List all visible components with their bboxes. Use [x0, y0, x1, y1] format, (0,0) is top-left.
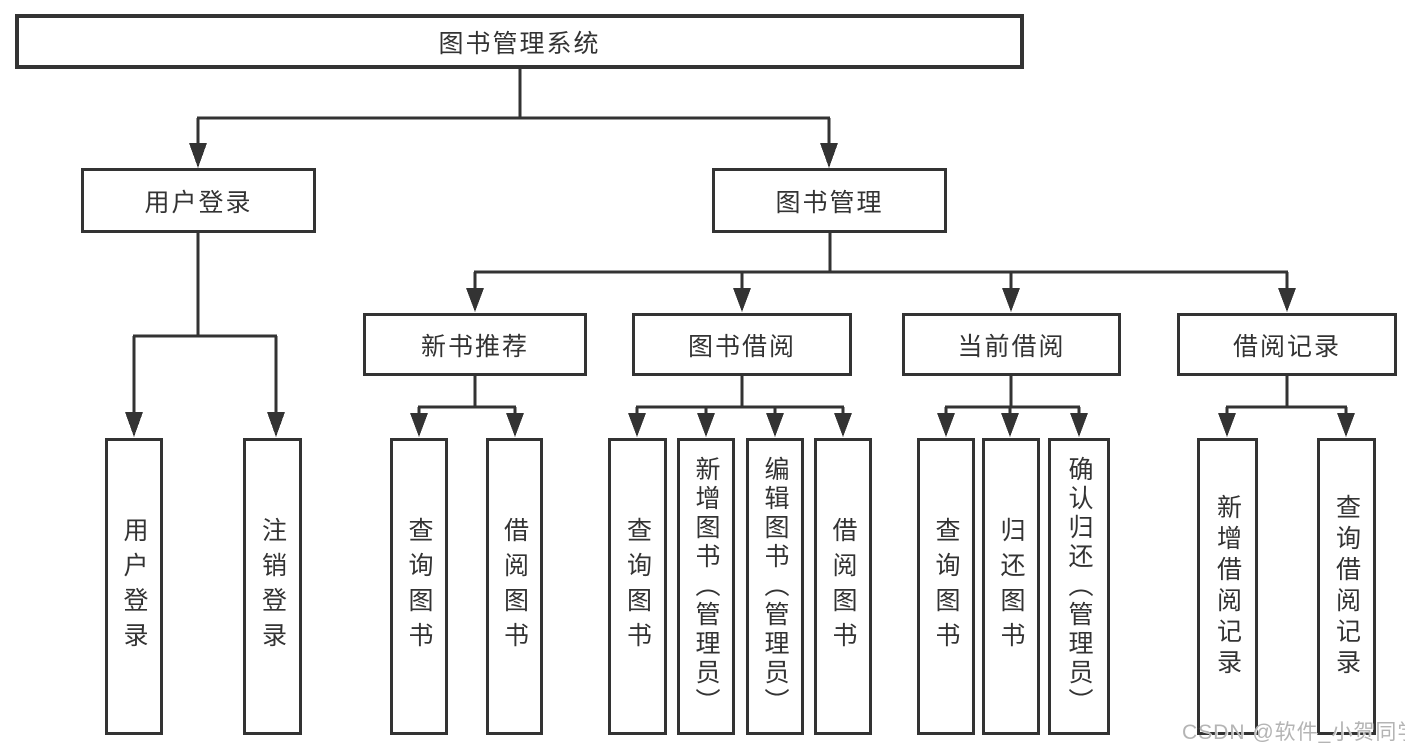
connector-new-book-children — [410, 376, 524, 437]
leaf-records-add-record: 新增借阅记录 — [1197, 438, 1258, 735]
node-label: 借阅记录 — [1232, 332, 1341, 361]
node-label: 用户登录 — [144, 188, 253, 217]
connector-current-borrow-children — [937, 376, 1088, 437]
node-user-login: 用户登录 — [81, 168, 316, 233]
node-label: 新增图书（管理员） — [692, 456, 720, 717]
node-book-borrow: 图书借阅 — [632, 313, 852, 376]
leaf-logout: 注销登录 — [243, 438, 302, 735]
leaf-borrow-borrow-books: 借阅图书 — [814, 438, 872, 735]
leaf-borrow-edit-books-admin: 编辑图书（管理员） — [746, 438, 804, 735]
node-label: 新书推荐 — [420, 332, 529, 361]
node-current-borrow: 当前借阅 — [902, 313, 1121, 376]
connector-book-management-children — [466, 233, 1296, 312]
node-label: 确认归还（管理员） — [1065, 456, 1093, 717]
leaf-current-query-books: 查询图书 — [917, 438, 975, 735]
node-label: 编辑图书（管理员） — [761, 456, 789, 717]
node-label: 图书管理 — [775, 188, 884, 217]
leaf-recommend-query-books: 查询图书 — [390, 438, 448, 735]
node-book-management: 图书管理 — [712, 168, 947, 233]
leaf-borrow-add-books-admin: 新增图书（管理员） — [677, 438, 735, 735]
leaf-user-login: 用户登录 — [105, 438, 163, 735]
node-library-management-system: 图书管理系统 — [15, 14, 1024, 69]
connector-book-borrow-children — [628, 376, 852, 437]
node-label: 查询图书 — [623, 516, 652, 657]
node-borrow-records: 借阅记录 — [1177, 313, 1397, 376]
leaf-current-confirm-return-admin: 确认归还（管理员） — [1048, 438, 1110, 735]
node-label: 新增借阅记录 — [1213, 493, 1242, 680]
connector-borrow-records-children — [1218, 376, 1355, 437]
node-label: 归还图书 — [997, 516, 1025, 657]
node-label: 查询借阅记录 — [1332, 493, 1361, 680]
connector-user-login-children — [125, 233, 285, 437]
node-new-book-recommend: 新书推荐 — [363, 313, 587, 376]
node-label: 用户登录 — [120, 516, 148, 657]
leaf-current-return-books: 归还图书 — [982, 438, 1040, 735]
node-label: 图书借阅 — [687, 332, 796, 361]
leaf-recommend-borrow-books: 借阅图书 — [486, 438, 543, 735]
node-label: 当前借阅 — [957, 332, 1066, 361]
node-label: 查询图书 — [932, 516, 960, 657]
node-label: 注销登录 — [258, 516, 287, 657]
csdn-watermark: CSDN @软件_小贺同学 — [1182, 721, 1405, 744]
node-label: 图书管理系统 — [438, 29, 601, 58]
node-label: 借阅图书 — [500, 516, 529, 657]
node-label: 查询图书 — [405, 516, 433, 657]
node-label: 借阅图书 — [829, 516, 857, 657]
connector-root-to-level2 — [189, 69, 838, 168]
leaf-records-query-record: 查询借阅记录 — [1317, 438, 1376, 735]
leaf-borrow-query-books: 查询图书 — [608, 438, 667, 735]
